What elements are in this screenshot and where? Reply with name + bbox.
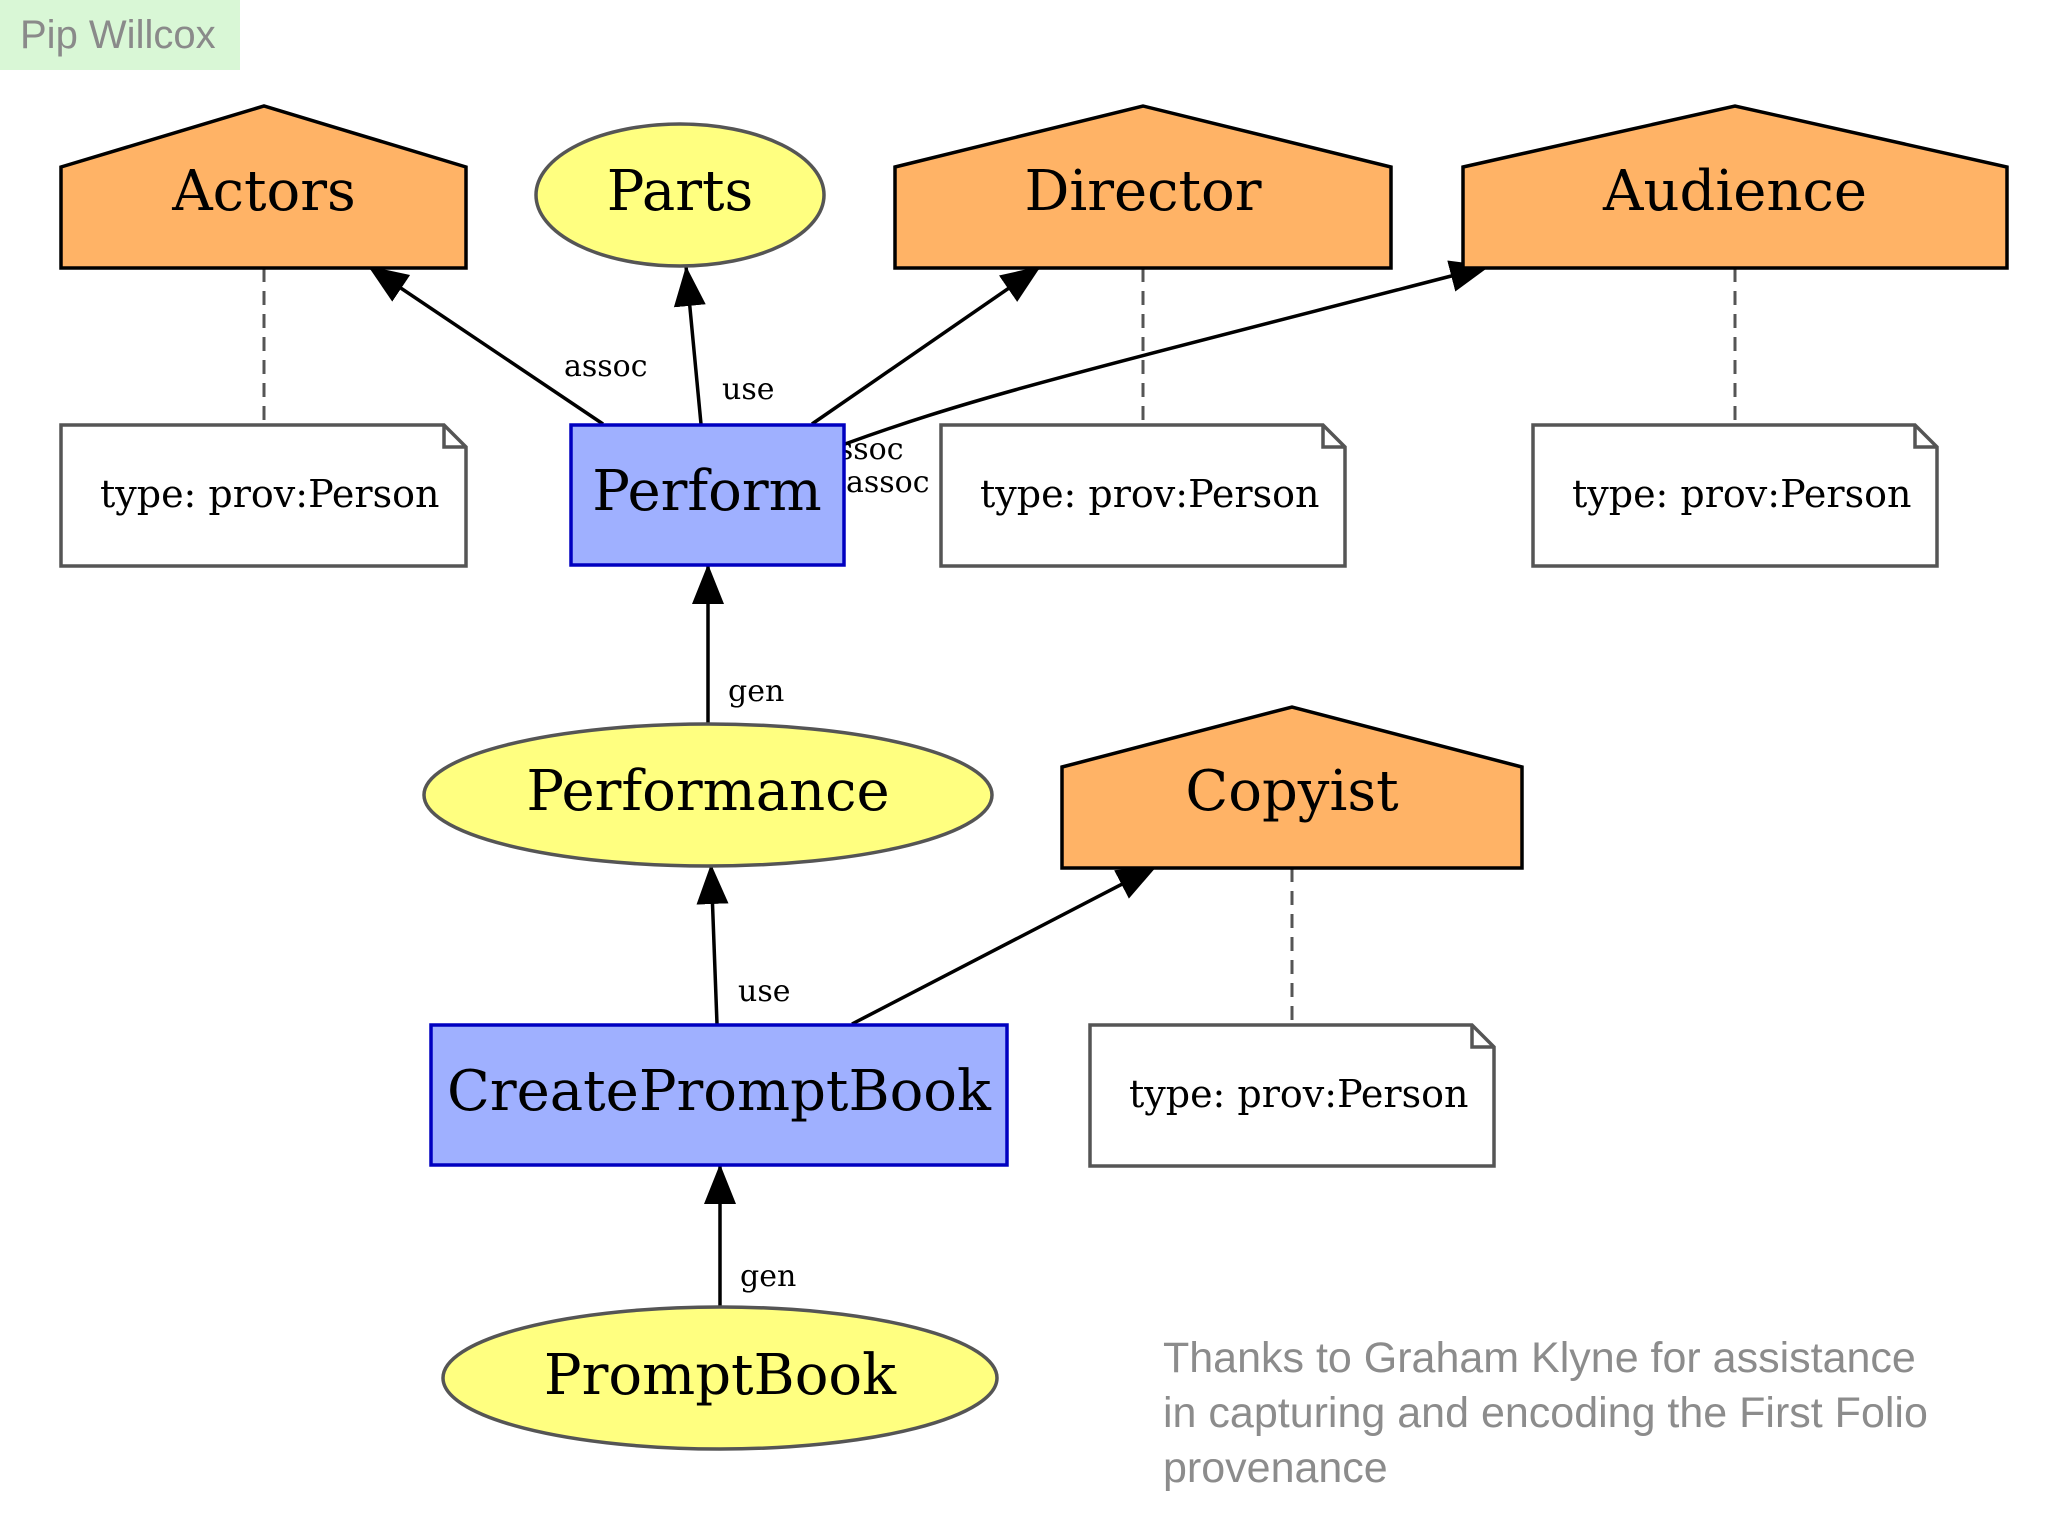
credits-line-1: Thanks to Graham Klyne for assistance	[1163, 1334, 1916, 1382]
edge-label-perform-parts: use	[722, 372, 774, 407]
credits-line-3: provenance	[1163, 1444, 1388, 1492]
entity-node-parts: Parts	[534, 122, 826, 268]
node-label-actors: Actors	[171, 159, 356, 224]
edge-perform-audience	[844, 260, 1491, 446]
note-label-director: type: prov:Person	[980, 472, 1319, 516]
edge-perform-director	[811, 264, 1042, 426]
note-director: type: prov:Person	[939, 423, 1347, 568]
node-label-director: Director	[1024, 159, 1261, 224]
agent-node-copyist: Copyist	[1060, 705, 1524, 870]
note-label-copyist: type: prov:Person	[1129, 1072, 1468, 1116]
edge-label-perform-audience: assoc	[846, 465, 930, 500]
agent-node-actors: Actors	[59, 104, 468, 270]
node-label-promptbook: PromptBook	[544, 1343, 897, 1408]
credits-text: Thanks to Graham Klyne for assistance in…	[1163, 1331, 2023, 1496]
credits-line-2: in capturing and encoding the First Foli…	[1163, 1389, 1928, 1437]
entity-node-performance: Performance	[422, 722, 994, 868]
node-label-parts: Parts	[607, 159, 754, 224]
agent-node-audience: Audience	[1461, 104, 2009, 270]
note-label-audience: type: prov:Person	[1572, 472, 1911, 516]
edge-label-promptbook-create: gen	[740, 1259, 796, 1294]
node-label-copyist: Copyist	[1185, 759, 1399, 824]
edge-create-performance	[696, 863, 729, 1025]
edge-perform-actors	[367, 264, 604, 426]
note-copyist: type: prov:Person	[1088, 1023, 1496, 1168]
node-label-perform: Perform	[592, 459, 821, 524]
edge-label-performance-perform: gen	[728, 674, 784, 709]
edge-label-create-performance: use	[738, 974, 790, 1009]
note-actors: type: prov:Person	[59, 423, 468, 568]
entity-node-promptbook: PromptBook	[441, 1305, 999, 1451]
note-audience: type: prov:Person	[1531, 423, 1939, 568]
activity-node-create-prompt-book: CreatePromptBook	[429, 1023, 1009, 1167]
note-label-actors: type: prov:Person	[100, 472, 439, 516]
edge-perform-parts	[673, 265, 706, 425]
edge-create-copyist	[851, 864, 1158, 1026]
agent-node-director: Director	[893, 104, 1393, 270]
node-label-audience: Audience	[1602, 159, 1867, 224]
activity-node-perform: Perform	[569, 423, 846, 567]
node-label-performance: Performance	[526, 759, 889, 824]
edge-label-perform-actors: assoc	[564, 349, 648, 384]
author-badge: Pip Willcox	[0, 0, 240, 70]
node-label-create-prompt-book: CreatePromptBook	[447, 1059, 992, 1124]
